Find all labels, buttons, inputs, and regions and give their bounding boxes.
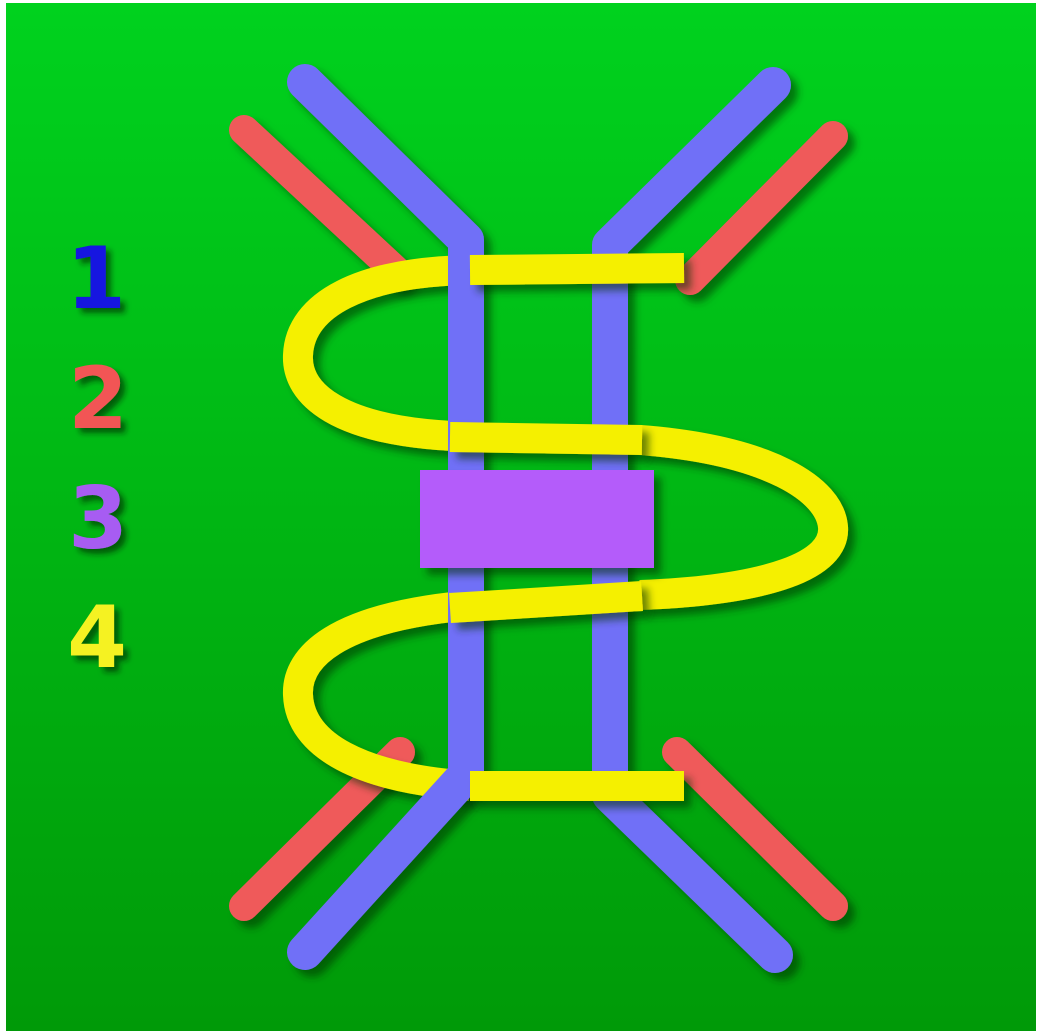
legend-label-1: 1 — [66, 229, 126, 329]
coil-segment-top — [470, 268, 684, 270]
legend-label-3: 3 — [68, 469, 128, 569]
coil-segment-upper-middle — [450, 437, 642, 440]
legend-label-2: 2 — [68, 349, 128, 449]
legend-label-4: 4 — [67, 588, 127, 688]
linker-block — [420, 470, 654, 568]
coil-segment-lower-middle — [450, 596, 642, 608]
